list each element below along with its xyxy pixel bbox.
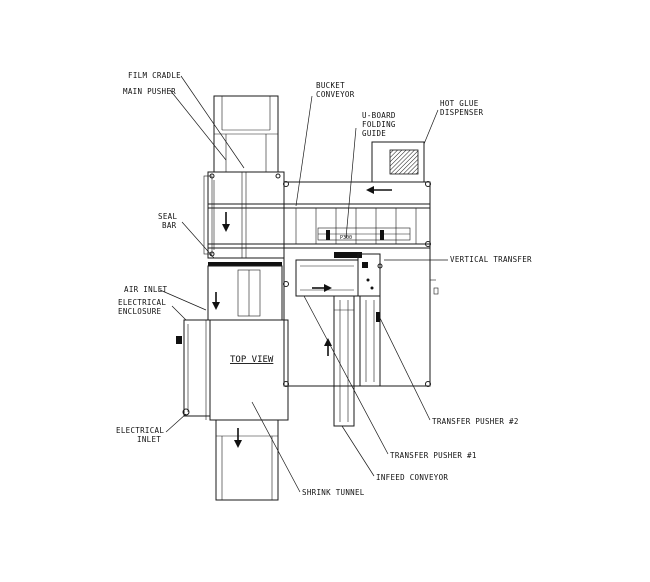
label-shrink-tunnel: SHRINK TUNNEL <box>302 488 365 497</box>
label-electrical-inlet-1: ELECTRICAL <box>116 426 164 435</box>
bucket-conveyor <box>208 181 439 387</box>
callout-labels: FILM CRADLE MAIN PUSHER BUCKET CONVEYOR … <box>116 71 532 497</box>
label-electrical-enclosure-1: ELECTRICAL <box>118 298 166 307</box>
label-electrical-enclosure-2: ENCLOSURE <box>118 307 162 316</box>
seal-bar <box>207 262 283 321</box>
transfer-pusher-2 <box>359 295 381 387</box>
leader-lines <box>159 75 448 493</box>
label-air-inlet: AIR INLET <box>124 285 168 294</box>
top-view-label: TOP VIEW <box>230 355 274 365</box>
label-uboard-2: FOLDING <box>362 120 396 129</box>
shrink-tunnel <box>215 419 279 501</box>
label-hot-glue-1: HOT GLUE <box>440 99 479 108</box>
label-electrical-inlet-2: INLET <box>137 435 161 444</box>
label-uboard-3: GUIDE <box>362 129 386 138</box>
film-cradle <box>213 95 279 173</box>
infeed-conveyor <box>333 295 355 427</box>
flow-arrow-down-2 <box>212 292 220 310</box>
label-bucket-conveyor-1: BUCKET <box>316 81 345 90</box>
label-infeed-conveyor: INFEED CONVEYOR <box>376 473 448 482</box>
label-vertical-transfer: VERTICAL TRANSFER <box>450 255 532 264</box>
label-bucket-conveyor-2: CONVEYOR <box>316 90 355 99</box>
shrink-chamber: TOP VIEW <box>205 319 289 421</box>
flow-arrow-right <box>312 284 332 292</box>
label-uboard-1: U-BOARD <box>362 111 396 120</box>
main-pusher-frame <box>203 171 285 259</box>
vertical-transfer <box>295 252 383 297</box>
flow-arrow-down-3 <box>234 428 242 448</box>
label-film-cradle: FILM CRADLE <box>128 71 181 80</box>
label-transfer-pusher-1: TRANSFER PUSHER #1 <box>390 451 477 460</box>
flow-arrow-left <box>366 186 392 194</box>
flow-arrow-down-1 <box>222 212 230 232</box>
electrical-enclosure <box>176 319 211 417</box>
label-main-pusher: MAIN PUSHER <box>123 87 176 96</box>
flow-arrow-up <box>324 338 332 356</box>
label-seal-bar-1: SEAL <box>158 212 177 221</box>
label-seal-bar-2: BAR <box>162 221 177 230</box>
label-transfer-pusher-2: TRANSFER PUSHER #2 <box>432 417 519 426</box>
hot-glue-dispenser <box>371 141 425 183</box>
label-hot-glue-2: DISPENSER <box>440 108 484 117</box>
